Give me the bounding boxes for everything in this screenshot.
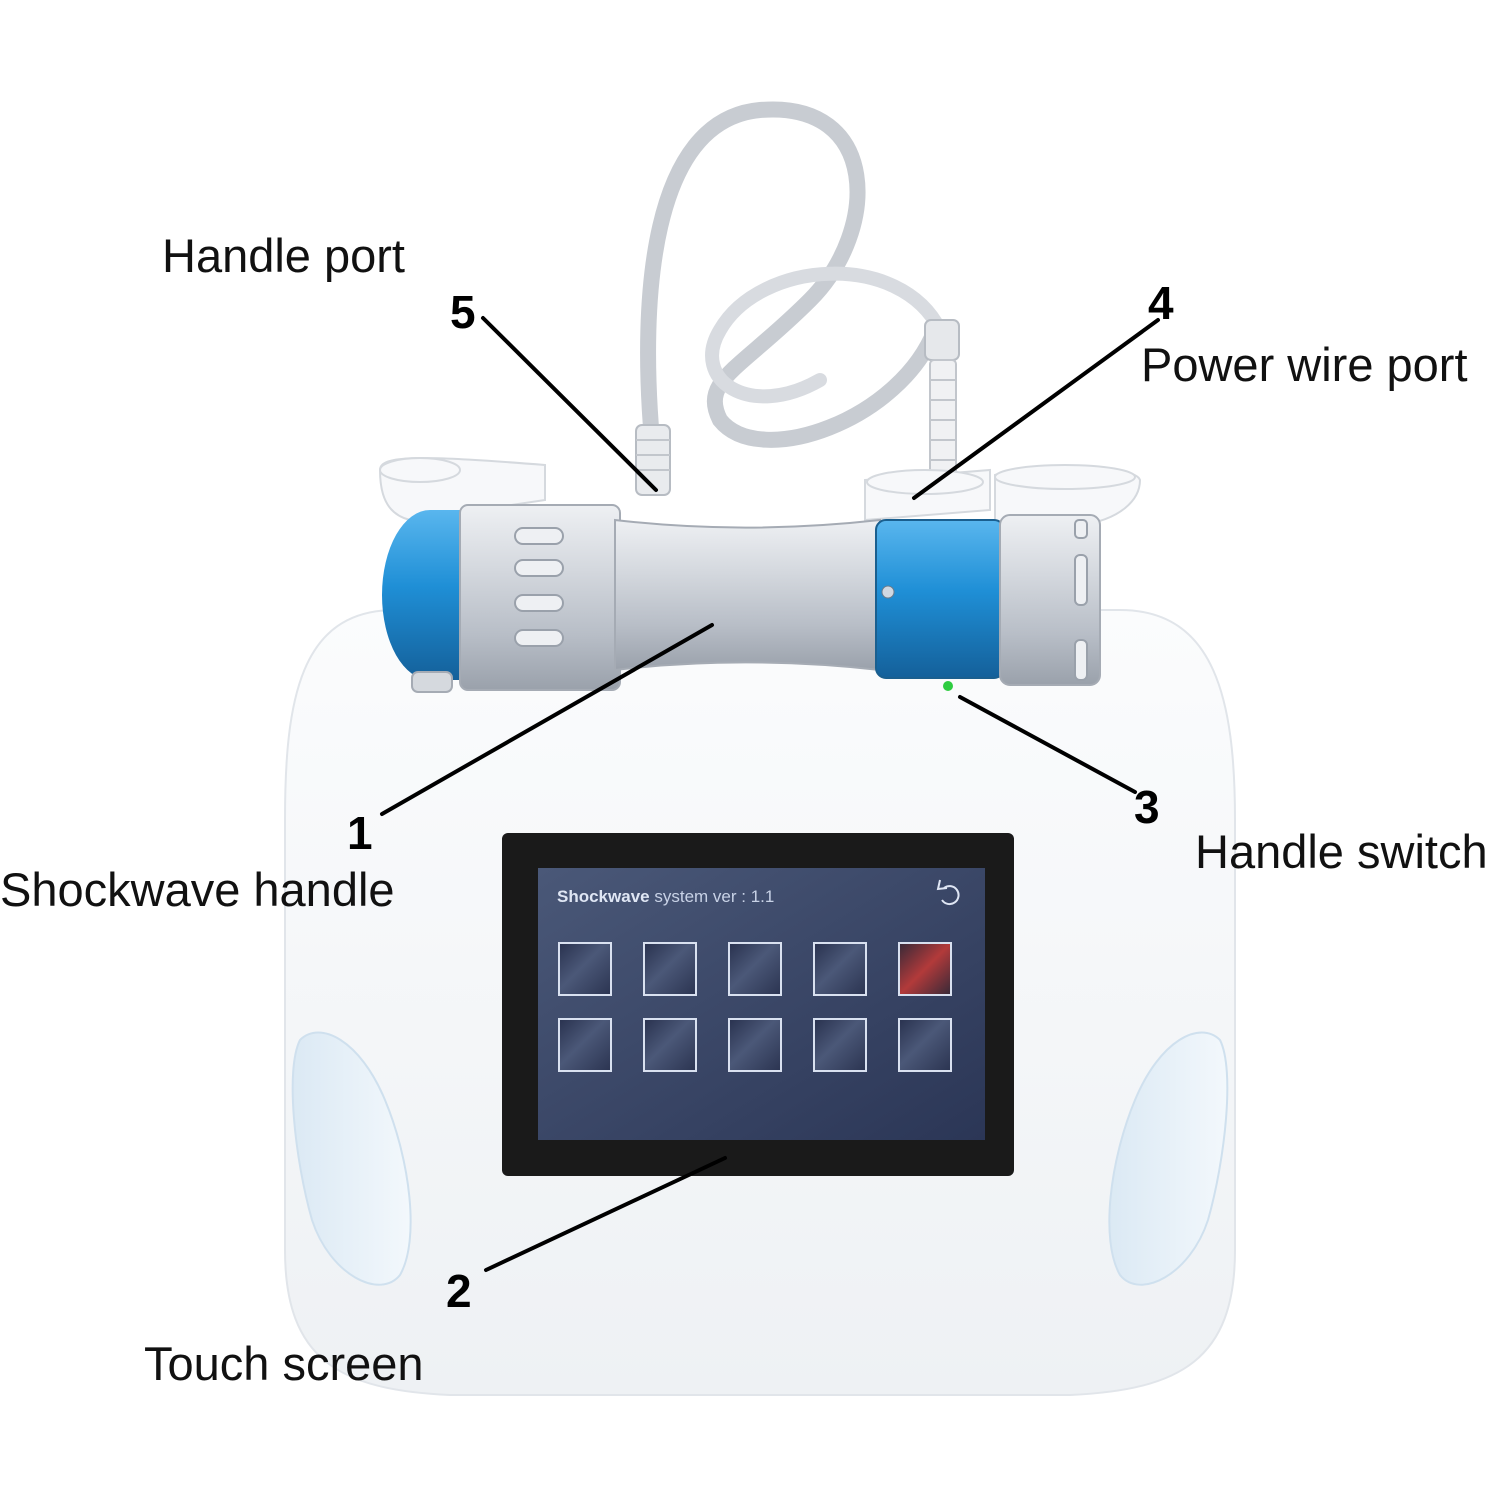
treatment-icon-tile[interactable] [898,1018,952,1072]
power-cable [640,101,947,448]
treatment-icon-tile[interactable] [643,942,697,996]
leader-line-1 [380,623,714,816]
screen-panel [538,868,985,1140]
right-side-light [1108,1031,1229,1286]
left-side-light [291,1031,412,1286]
leader-line-4 [912,318,1160,500]
callout-number-5: 5 [450,286,476,338]
screen-title-version: system ver : 1.1 [654,887,775,906]
leader-line-2 [484,1156,727,1272]
callout-number-1: 1 [347,807,373,859]
callout-number-4: 4 [1148,277,1174,329]
cable-strain-relief [924,319,960,481]
treatment-icon-tile[interactable] [728,1018,782,1072]
treatment-icon-tile[interactable] [558,1018,612,1072]
treatment-icon-tile[interactable] [643,1018,697,1072]
label-touch-screen: Touch screen [144,1337,424,1390]
callout-number-2: 2 [446,1265,472,1317]
handle-switch-led [943,681,953,691]
screen-title: Shockwave system ver : 1.1 [557,887,774,907]
label-shockwave-handle: Shockwave handle [0,863,395,916]
back-arrow-icon [936,879,960,906]
treatment-icon-tile[interactable] [898,942,952,996]
screen-title-bold: Shockwave [557,887,650,906]
label-power-wire-port: Power wire port [1141,338,1468,391]
leader-lines [380,316,1160,1272]
treatment-icon-tile[interactable] [813,942,867,996]
leader-line-5 [481,316,658,492]
label-handle-port: Handle port [162,229,405,282]
label-handle-switch: Handle switch [1195,825,1488,878]
leader-line-3 [958,695,1137,794]
callout-number-3: 3 [1134,781,1160,833]
treatment-icon-tile[interactable] [558,942,612,996]
treatment-icon-tile[interactable] [728,942,782,996]
shockwave-handle [382,504,1101,693]
treatment-icon-tile[interactable] [813,1018,867,1072]
